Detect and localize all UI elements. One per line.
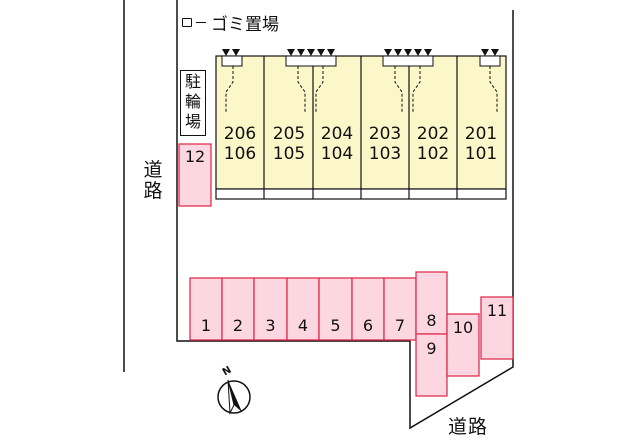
parking-lot-6	[351, 277, 385, 341]
unit-label: 202 102	[409, 124, 457, 165]
parking-lot-5	[318, 277, 353, 341]
parking-lot-1	[189, 277, 223, 341]
trash-area-text: ゴミ置場	[211, 15, 279, 35]
parking-number: 1	[200, 316, 212, 335]
parking-number: 10	[452, 318, 474, 337]
bicycle-char: 輪	[184, 92, 201, 111]
parking-lot-10	[446, 313, 480, 377]
parking-lot-9	[415, 333, 448, 397]
north-arrow-icon	[217, 379, 251, 415]
unit-label: 204 104	[313, 124, 361, 165]
parking-number: 8	[426, 311, 437, 330]
unit-upper: 201	[464, 124, 498, 144]
trash-area-label: ゴミ置場	[182, 10, 279, 35]
parking-lot-8	[415, 271, 448, 335]
road-char: 路	[143, 179, 163, 202]
entrance-markers	[222, 49, 499, 56]
bicycle-char: 駐	[184, 72, 201, 91]
road-label-left: 道 路	[138, 160, 168, 202]
unit-label: 205 105	[265, 124, 313, 165]
unit-upper: 203	[368, 124, 402, 144]
unit-lower: 103	[368, 144, 402, 165]
road-label-bottom: 道路	[448, 416, 489, 438]
parking-number: 12	[184, 147, 206, 166]
unit-upper: 205	[272, 124, 306, 144]
parking-number: 11	[486, 301, 508, 320]
parking-number: 6	[362, 316, 374, 335]
parking-number: 9	[426, 339, 437, 358]
unit-label: 201 101	[457, 124, 505, 165]
parking-lot-4	[286, 277, 320, 341]
parking-number: 4	[297, 316, 309, 335]
unit-upper: 204	[320, 124, 354, 144]
trash-bin-icon	[182, 18, 192, 27]
parking-number: 2	[232, 316, 244, 335]
apartment-building	[215, 55, 507, 200]
parking-lot-11	[480, 296, 514, 360]
unit-upper: 202	[416, 124, 450, 144]
road-char: 道	[143, 159, 163, 181]
unit-lower: 101	[464, 144, 498, 165]
parking-number: 3	[265, 316, 276, 335]
parking-number: 5	[330, 316, 341, 335]
unit-upper: 206	[223, 124, 257, 144]
parking-lot-2	[221, 277, 255, 341]
unit-label: 203 103	[361, 124, 409, 165]
unit-lower: 105	[272, 144, 306, 165]
bicycle-parking-label: 駐 輪 場	[180, 70, 206, 136]
parking-lot-12	[178, 143, 212, 207]
unit-lower: 106	[223, 144, 257, 165]
trash-line-icon	[196, 22, 206, 23]
parking-lot-3	[253, 277, 288, 341]
unit-lower: 104	[320, 144, 354, 165]
unit-label: 206 106	[216, 124, 264, 165]
bicycle-char: 場	[184, 112, 201, 131]
unit-lower: 102	[416, 144, 450, 165]
parking-lots	[178, 143, 514, 397]
parking-number: 7	[394, 316, 406, 335]
